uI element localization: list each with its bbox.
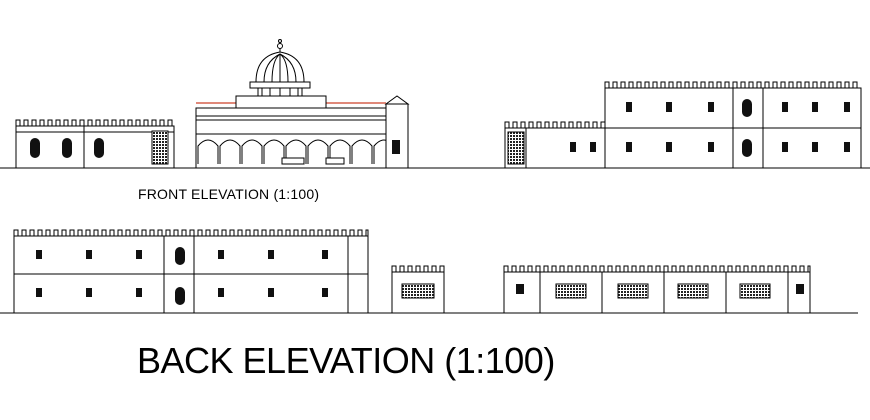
front-right-block (505, 82, 861, 168)
front-elevation-label: FRONT ELEVATION (1:100) (138, 186, 320, 202)
back-right-block (504, 266, 810, 313)
back-elevation-label: BACK ELEVATION (1:100) (137, 340, 555, 381)
front-central-pavilion (196, 40, 408, 169)
front-elevation (0, 40, 870, 169)
front-kiosk (386, 96, 408, 168)
front-left-wing (16, 120, 174, 168)
back-elevation (0, 230, 858, 313)
front-left-grille (152, 131, 168, 164)
back-middle-block (392, 266, 444, 313)
back-left-block (14, 230, 368, 313)
dome (250, 40, 310, 97)
